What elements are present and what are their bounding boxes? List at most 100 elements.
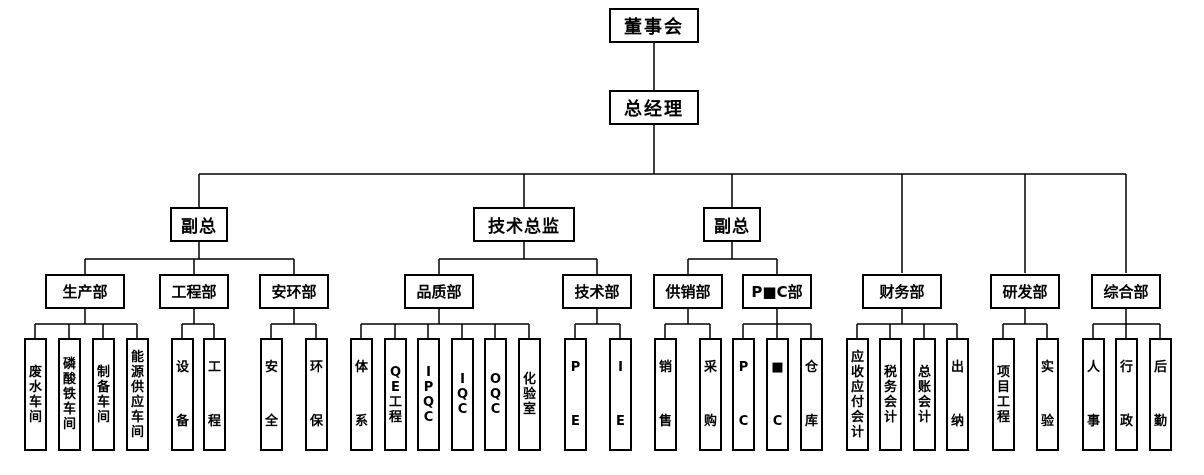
node-safety-env-dept: 安环部 (259, 274, 329, 309)
leaf-char: 计 (917, 409, 931, 425)
leaf-logistics: 后勤 (1149, 338, 1172, 451)
leaf-char: 工 (207, 359, 221, 375)
leaf-char: P (570, 359, 581, 375)
leaf-char: 务 (883, 379, 897, 395)
leaf-char: 会 (883, 394, 897, 410)
leaf-char: 采 (703, 359, 717, 375)
node-admin-dept: 综合部 (1091, 274, 1161, 309)
leaf-char: Q (422, 394, 435, 410)
leaf-char: Q (389, 364, 402, 380)
leaf-char: 供 (130, 379, 144, 395)
leaf-char: 验 (1040, 414, 1054, 430)
leaf-env: 环保 (305, 338, 328, 451)
node-general-manager: 总经理 (609, 90, 699, 125)
leaf-char: 出 (950, 359, 964, 375)
leaf-sales: 销售 (654, 338, 677, 451)
leaf-char: 备 (96, 379, 110, 395)
leaf-experiment: 实验 (1036, 338, 1059, 451)
leaf-char: 全 (264, 414, 278, 430)
leaf-iron-phosphate: 磷酸铁车间 (58, 338, 81, 451)
leaf-char: 程 (207, 414, 221, 430)
leaf-char: 应 (130, 394, 144, 410)
leaf-system: 体系 (350, 338, 373, 451)
node-pmc-dept: P■C部 (742, 274, 812, 309)
leaf-char: I (460, 372, 465, 387)
leaf-char: 目 (996, 379, 1010, 395)
leaf-char: O (489, 372, 502, 387)
leaf-char: 行 (1119, 359, 1133, 375)
leaf-char: 后 (1153, 359, 1167, 375)
leaf-char: 化 (522, 372, 536, 387)
leaf-lab: 化验室 (518, 338, 541, 451)
leaf-safety: 安全 (260, 338, 283, 451)
leaf-char: 间 (62, 417, 76, 432)
leaf-energy: 能源供应车间 (126, 338, 149, 451)
node-board: 董事会 (609, 8, 699, 43)
leaf-char: 项 (996, 364, 1010, 380)
leaf-char: 仓 (804, 359, 818, 375)
leaf-char: 系 (354, 414, 368, 430)
leaf-char: 酸 (62, 372, 76, 387)
leaf-char: ■ (771, 359, 784, 375)
leaf-waste-water: 废水车间 (24, 338, 47, 451)
leaf-char: 间 (28, 409, 42, 425)
leaf-char: 环 (309, 359, 323, 375)
leaf-char: 购 (703, 414, 717, 430)
node-tech-director: 技术总监 (473, 207, 575, 242)
leaf-char: 政 (1119, 414, 1133, 430)
leaf-char: E (391, 379, 400, 395)
leaf-char: 总 (917, 364, 931, 380)
leaf-engineering-work: 工程 (203, 338, 226, 451)
leaf-char: 计 (883, 409, 897, 425)
leaf-char: 账 (917, 379, 931, 395)
node-supply-dept: 供销部 (653, 274, 723, 309)
leaf-char: C (423, 409, 434, 425)
node-deputy-gm-2: 副总 (703, 207, 761, 242)
leaf-char: Q (489, 387, 502, 402)
leaf-char: 应 (850, 349, 864, 365)
leaf-char: I (426, 364, 431, 380)
leaf-char: 程 (388, 409, 402, 425)
leaf-char: 人 (1086, 359, 1100, 375)
leaf-char: 车 (28, 394, 42, 410)
leaf-char: 保 (309, 414, 323, 430)
leaf-char: 车 (62, 402, 76, 417)
leaf-char: C (772, 414, 783, 430)
node-quality-dept: 品质部 (404, 274, 474, 309)
leaf-administration: 行政 (1115, 338, 1138, 451)
leaf-char: E (616, 414, 625, 430)
leaf-char: E (571, 414, 580, 430)
leaf-char: 铁 (62, 387, 76, 402)
leaf-char: 程 (996, 409, 1010, 425)
leaf-purchase: 采购 (699, 338, 722, 451)
leaf-char: 废 (28, 364, 42, 380)
leaf-char: 应 (850, 379, 864, 395)
leaf-general-ledger: 总账会计 (913, 338, 936, 451)
node-production-dept: 生产部 (45, 274, 125, 309)
leaf-char: 能 (130, 349, 144, 365)
leaf-char: 验 (522, 387, 536, 402)
leaf-char: 磷 (62, 357, 76, 372)
leaf-warehouse: 仓库 (800, 338, 823, 451)
leaf-char: 车 (96, 394, 110, 410)
node-tech-dept: 技术部 (562, 274, 632, 309)
leaf-char: C (738, 414, 749, 430)
node-finance-dept: 财务部 (862, 274, 942, 309)
leaf-char: 设 (175, 359, 189, 375)
leaf-char: C (457, 402, 468, 417)
leaf-char: 水 (28, 379, 42, 395)
leaf-char: 源 (130, 364, 144, 380)
leaf-ar-ap: 应收应付会计 (846, 338, 869, 451)
leaf-char: 工 (996, 394, 1010, 410)
leaf-char: P (738, 359, 749, 375)
leaf-char: I (618, 359, 623, 375)
leaf-char: 售 (658, 414, 672, 430)
leaf-char: 会 (917, 394, 931, 410)
